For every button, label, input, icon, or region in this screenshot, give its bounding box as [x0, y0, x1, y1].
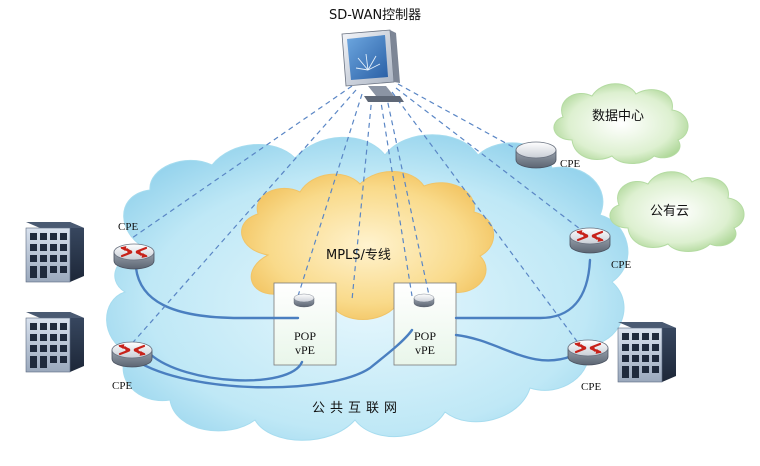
control-link-4	[351, 95, 373, 301]
router-icon-cpe-bottomright	[566, 338, 610, 367]
router-icon-cpe-datacenter	[515, 141, 557, 169]
control-link-2	[127, 89, 357, 349]
control-link-7	[391, 91, 583, 349]
control-link-9	[397, 83, 523, 153]
cpe-label-topleft: CPE	[118, 221, 139, 233]
link-cpe-bottomleft-pop-left	[148, 352, 304, 382]
mpls-label: MPLS/专线	[326, 248, 391, 263]
link-cpe-bottomleft-pop-right	[133, 328, 414, 389]
pop-left-line1: POP	[293, 329, 316, 343]
control-link-8	[395, 87, 585, 233]
public-cloud	[609, 171, 745, 252]
link-cpe-topleft-pop-left	[134, 266, 300, 320]
router-icon-cpe-bottomleft	[110, 340, 154, 369]
cpe-label-publiccloud: CPE	[611, 259, 632, 271]
link-pop-right-cpe-publiccloud	[454, 258, 592, 320]
monitor-icon	[341, 29, 404, 102]
control-link-6	[385, 93, 431, 301]
cpe-label-bottomright: CPE	[581, 381, 602, 393]
data-links	[133, 258, 592, 389]
control-links	[127, 83, 585, 349]
cpe-label-datacenter: CPE	[560, 158, 581, 170]
office-building-icon-right	[617, 321, 677, 383]
router-icon-cpe-publiccloud	[568, 226, 612, 255]
router-icon-cpe-topleft	[112, 242, 156, 271]
datacenter-cloud	[553, 83, 689, 164]
control-link-5	[379, 95, 413, 297]
link-pop-right-cpe-bottomright	[454, 333, 574, 362]
office-building-icon-bottom	[25, 311, 85, 373]
datacenter-label: 数据中心	[592, 109, 645, 124]
router-icon-pop-left	[293, 293, 315, 308]
office-building-icon-top	[25, 221, 85, 283]
pop-left-line2: vPE	[294, 343, 315, 357]
internet-label: 公共互联网	[312, 401, 403, 416]
router-icon-pop-right	[413, 293, 435, 308]
pop-right-line1: POP	[413, 329, 436, 343]
public-cloud-label: 公有云	[650, 204, 690, 219]
pop-right-line2: vPE	[414, 343, 435, 357]
cpe-label-bottomleft: CPE	[112, 380, 133, 392]
controller-label: SD-WAN控制器	[329, 8, 422, 23]
